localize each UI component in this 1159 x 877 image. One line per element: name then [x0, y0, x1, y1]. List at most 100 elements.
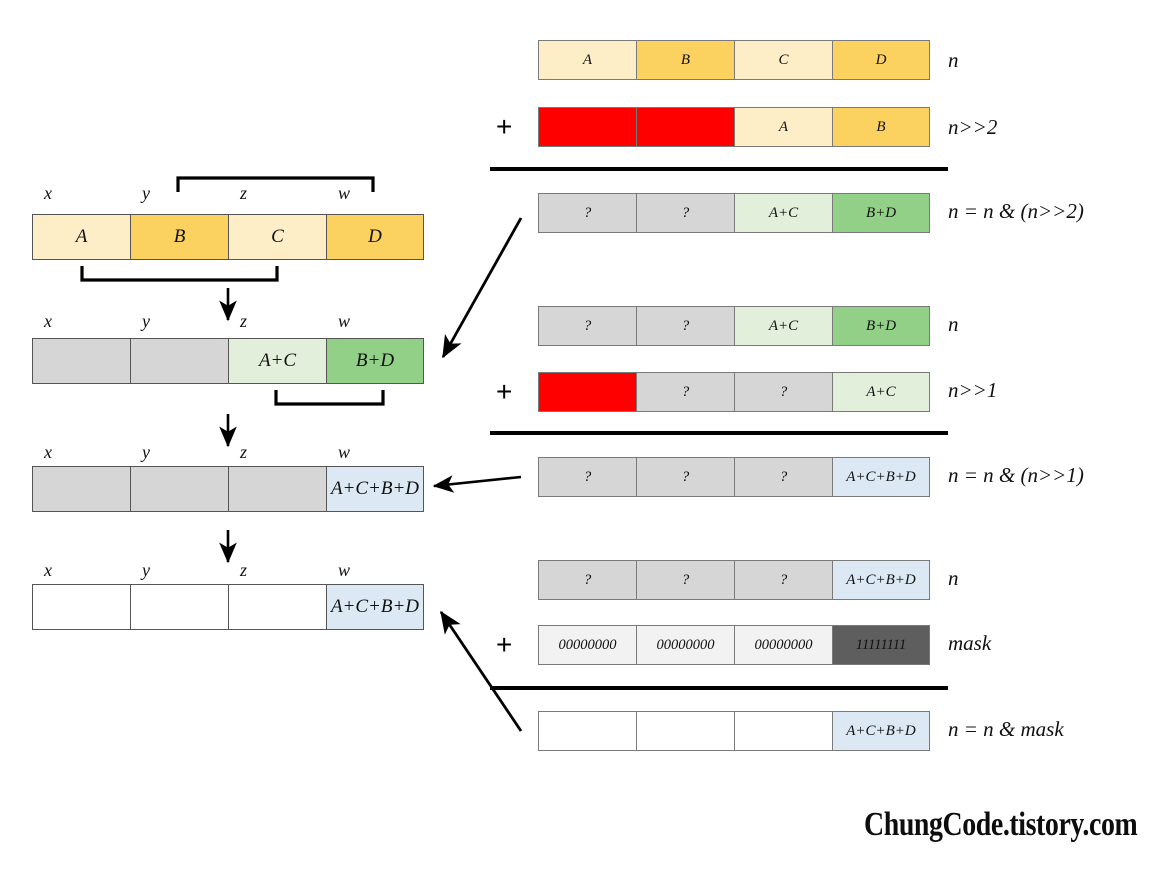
bit-cell: ? [538, 306, 636, 346]
bit-cell: B+D [832, 193, 930, 233]
right-row-n-group3: ? ? ? A+C+B+D [538, 560, 930, 600]
left-row-after-mask: A+C+B+D [32, 584, 424, 630]
axis-label-z: z [240, 311, 248, 331]
bit-cell: A+C+B+D [832, 711, 930, 751]
axis-labels-row4: x y z w [32, 560, 424, 581]
bit-cell [636, 711, 734, 751]
axis-label-w: w [338, 560, 351, 580]
bit-cell: D [832, 40, 930, 80]
bit-cell: C [734, 40, 832, 80]
bit-cell: C [228, 214, 326, 260]
plus-sign-group3: + [496, 629, 513, 660]
bit-cell: A+C [734, 193, 832, 233]
bit-cell: B [130, 214, 228, 260]
bit-cell: ? [538, 193, 636, 233]
sum-divider-group2 [490, 431, 948, 435]
bit-cell: A [538, 40, 636, 80]
axis-label-z: z [240, 442, 248, 462]
bit-cell: 11111111 [832, 625, 930, 665]
sum-divider-group3 [490, 686, 948, 690]
equation-label-nshift1: n>>1 [948, 378, 998, 402]
axis-label-w: w [338, 183, 351, 203]
bit-cell [32, 584, 130, 630]
bit-cell: ? [734, 457, 832, 497]
right-row-result-group2: ? ? ? A+C+B+D [538, 457, 930, 497]
bit-cell: ? [538, 457, 636, 497]
bit-cell: 00000000 [636, 625, 734, 665]
bracket-xz-bottom [80, 266, 279, 282]
axis-label-y: y [142, 183, 150, 203]
plus-sign-group2: + [496, 376, 513, 407]
bit-cell: ? [636, 457, 734, 497]
right-row-result-group1: ? ? A+C B+D [538, 193, 930, 233]
left-row-original-word: A B C D [32, 214, 424, 260]
bit-cell: A+C+B+D [326, 584, 424, 630]
axis-labels-row1: x y z w [32, 183, 424, 204]
bit-cell: ? [734, 372, 832, 412]
equation-label-result-group2: n = n & (n>>1) [948, 463, 1084, 487]
right-row-nshift2: A B [538, 107, 930, 147]
bit-cell: A+C+B+D [326, 466, 424, 512]
bit-cell [32, 338, 130, 384]
equation-label-n: n [948, 312, 959, 336]
equation-label-mask: mask [948, 631, 992, 655]
right-row-result-group3: A+C+B+D [538, 711, 930, 751]
axis-labels-row2: x y z w [32, 311, 424, 332]
bit-cell: ? [538, 560, 636, 600]
bit-cell [130, 338, 228, 384]
bit-cell [228, 466, 326, 512]
equation-label-result-group3: n = n & mask [948, 717, 1064, 741]
bit-cell: D [326, 214, 424, 260]
axis-label-y: y [142, 311, 150, 331]
bit-cell: A [734, 107, 832, 147]
bracket-zw-bottom [274, 390, 385, 406]
bit-cell: B+D [326, 338, 424, 384]
axis-label-y: y [142, 442, 150, 462]
bit-cell: B+D [832, 306, 930, 346]
plus-sign-group1: + [496, 111, 513, 142]
bit-cell: A+C [734, 306, 832, 346]
arrow-group2-result-to-left-row3 [432, 475, 522, 493]
axis-label-y: y [142, 560, 150, 580]
axis-label-w: w [338, 442, 351, 462]
right-row-nshift1: ? ? A+C [538, 372, 930, 412]
axis-labels-row3: x y z w [32, 442, 424, 463]
axis-label-w: w [338, 311, 351, 331]
bit-cell [538, 711, 636, 751]
axis-label-x: x [44, 442, 52, 462]
bit-cell: 00000000 [734, 625, 832, 665]
bit-cell [734, 711, 832, 751]
bit-cell: ? [636, 193, 734, 233]
bit-cell: 00000000 [538, 625, 636, 665]
bit-cell: A [32, 214, 130, 260]
bit-cell: ? [636, 560, 734, 600]
bit-cell: ? [636, 372, 734, 412]
bit-cell [228, 584, 326, 630]
axis-label-z: z [240, 183, 248, 203]
axis-label-x: x [44, 560, 52, 580]
bit-cell [636, 107, 734, 147]
bit-cell: A+C+B+D [832, 457, 930, 497]
bit-cell [538, 372, 636, 412]
right-row-mask: 00000000 00000000 00000000 11111111 [538, 625, 930, 665]
equation-label-n: n [948, 566, 959, 590]
right-row-n-group1: A B C D [538, 40, 930, 80]
bit-cell [32, 466, 130, 512]
arrow-group1-result-to-left-row2 [441, 217, 523, 359]
axis-label-z: z [240, 560, 248, 580]
bit-cell: B [832, 107, 930, 147]
bit-cell [538, 107, 636, 147]
bit-cell: B [636, 40, 734, 80]
bit-cell: A+C [832, 372, 930, 412]
equation-label-n: n [948, 48, 959, 72]
bit-cell: ? [734, 560, 832, 600]
equation-label-nshift2: n>>2 [948, 115, 998, 139]
bit-cell: A+C+B+D [832, 560, 930, 600]
equation-label-result-group1: n = n & (n>>2) [948, 199, 1084, 223]
bit-cell [130, 584, 228, 630]
left-row-after-shift-2-and: A+C B+D [32, 338, 424, 384]
sum-divider-group1 [490, 167, 948, 171]
bit-cell: A+C [228, 338, 326, 384]
right-row-n-group2: ? ? A+C B+D [538, 306, 930, 346]
